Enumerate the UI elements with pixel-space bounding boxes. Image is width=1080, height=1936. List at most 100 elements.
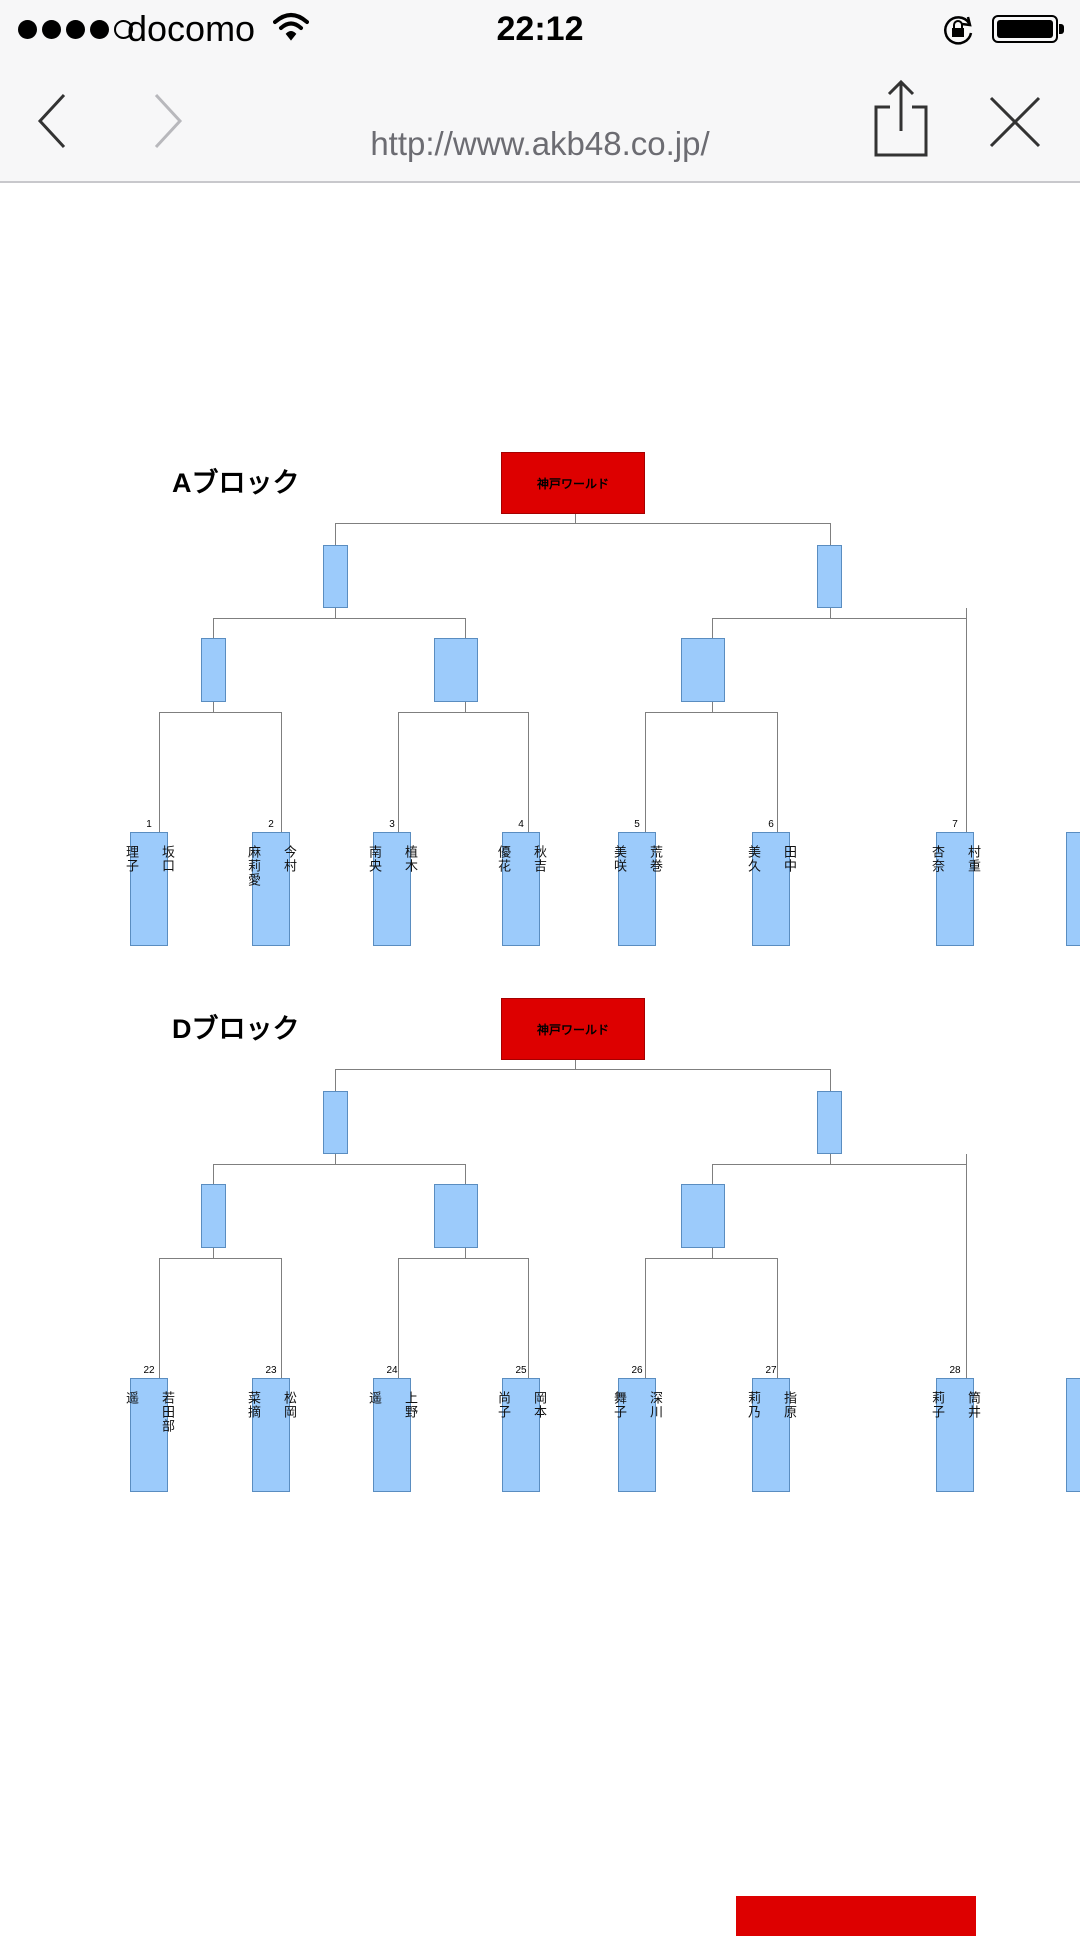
clock: 22:12 <box>496 10 584 48</box>
seed-number: 28 <box>949 1365 961 1376</box>
match-winner-box <box>323 1091 348 1154</box>
match-winner-box <box>681 1184 725 1248</box>
bracket-connector <box>645 712 646 832</box>
bracket-connector <box>712 618 966 619</box>
forward-button[interactable] <box>138 86 198 156</box>
bracket-connector <box>398 712 399 832</box>
bracket-connector <box>335 1069 830 1070</box>
seed-number: 7 <box>952 819 958 830</box>
bracket-connector <box>213 618 465 619</box>
bracket-connector <box>712 1164 713 1184</box>
seed-number: 2 <box>268 819 274 830</box>
match-winner-box <box>817 1091 842 1154</box>
bracket-connector <box>335 523 830 524</box>
browser-toolbar: http://www.akb48.co.jp/ <box>0 60 1080 183</box>
battery-nub <box>1059 24 1064 34</box>
block-label: Aブロック <box>172 468 300 498</box>
player-box: 上野 遥 <box>367 1378 418 1492</box>
seed-number: 3 <box>389 819 395 830</box>
next-block-header-box <box>736 1896 976 1936</box>
bracket-connector <box>645 1258 646 1378</box>
match-winner-box <box>817 545 842 608</box>
bracket-connector <box>830 608 831 618</box>
bracket-connector <box>159 712 281 713</box>
bracket-connector <box>465 618 466 638</box>
bracket-connector <box>777 712 778 832</box>
seed-number: 25 <box>515 1365 527 1376</box>
match-winner-box <box>434 638 478 702</box>
bracket-connector <box>465 702 466 712</box>
signal-dot <box>66 19 85 39</box>
bracket-connector <box>712 1248 713 1258</box>
bracket-connector <box>645 1258 777 1259</box>
bracket-connector <box>398 1258 528 1259</box>
final-winner-box: 神戸ワールド <box>501 998 645 1060</box>
bracket-connector <box>830 1154 831 1164</box>
player-box: 植木 南央 <box>367 832 418 946</box>
rotation-lock-icon <box>941 13 975 52</box>
bracket-connector <box>335 1069 336 1091</box>
match-winner-box <box>323 545 348 608</box>
bracket-connector <box>465 1248 466 1258</box>
bracket-connector <box>213 618 214 638</box>
wifi-icon <box>273 12 309 47</box>
share-button[interactable] <box>866 74 936 164</box>
final-winner-box: 神戸ワールド <box>501 452 645 514</box>
bracket-connector <box>712 1164 966 1165</box>
bracket-connector <box>528 712 529 832</box>
player-box: 坂口 理子 <box>124 832 175 946</box>
battery-icon <box>992 15 1064 43</box>
bracket-connector <box>159 1258 160 1378</box>
seed-number: 24 <box>386 1365 398 1376</box>
bracket-connector <box>712 618 713 638</box>
bracket-connector <box>830 523 831 545</box>
status-bar: docomo 22:12 <box>0 0 1080 60</box>
share-icon <box>874 79 928 157</box>
bracket-connector <box>213 1164 214 1184</box>
bracket-connector <box>830 1069 831 1091</box>
close-icon <box>989 96 1041 148</box>
signal-dot <box>42 19 61 39</box>
bracket-connector <box>645 712 777 713</box>
chevron-right-icon <box>154 93 183 149</box>
bracket-connector <box>335 1154 336 1164</box>
seed-number: 1 <box>146 819 152 830</box>
bracket-connector <box>966 608 967 832</box>
bracket-connector <box>575 1060 576 1069</box>
bracket-connector <box>398 712 528 713</box>
seed-number: 4 <box>518 819 524 830</box>
seed-number: 5 <box>634 819 640 830</box>
bracket-connector <box>777 1258 778 1378</box>
bracket-connector <box>159 1258 281 1259</box>
signal-dot <box>18 19 37 39</box>
bracket-connector <box>281 1258 282 1378</box>
bracket-connector <box>712 702 713 712</box>
bracket-connector <box>159 712 160 832</box>
signal-strength-icon <box>18 17 133 41</box>
block-label: Dブロック <box>172 1014 300 1044</box>
player-box: 村重 杏奈 <box>930 832 981 946</box>
signal-dot <box>90 19 109 39</box>
bracket-connector <box>281 712 282 832</box>
seed-number: 22 <box>143 1365 155 1376</box>
player-box-offscreen <box>1066 1378 1080 1492</box>
player-box: 若田部 遥 <box>124 1378 175 1492</box>
match-winner-box <box>201 1184 226 1248</box>
url-field[interactable]: http://www.akb48.co.jp/ <box>370 125 710 162</box>
bracket-connector <box>575 514 576 523</box>
bracket-connector <box>966 1154 967 1378</box>
bracket-connector <box>465 1164 466 1184</box>
player-box: 今村 麻莉愛 <box>246 832 297 946</box>
player-box: 荒巻 美咲 <box>612 832 663 946</box>
bracket-connector <box>528 1258 529 1378</box>
player-box: 岡本 尚子 <box>496 1378 547 1492</box>
bracket-connector <box>213 702 214 712</box>
seed-number: 6 <box>768 819 774 830</box>
bracket-connector <box>335 608 336 618</box>
carrier-name: docomo <box>127 8 256 49</box>
battery-fill <box>997 20 1053 38</box>
back-button[interactable] <box>22 86 82 156</box>
close-button[interactable] <box>985 90 1045 154</box>
bracket-connector <box>335 523 336 545</box>
match-winner-box <box>434 1184 478 1248</box>
